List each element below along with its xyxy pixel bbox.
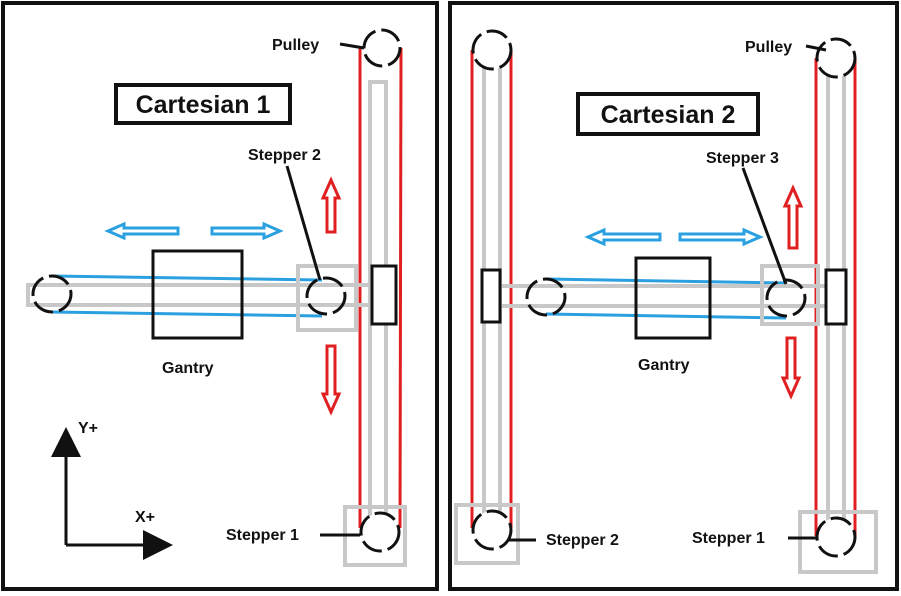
- panel-1-stepper-2-pulley: [305, 276, 347, 316]
- panel-2-frame: [448, 1, 899, 591]
- panel-cartesian-1: Cartesian 1 Pulley Stepper 2: [1, 1, 439, 591]
- panel-1-stepper-1-label: Stepper 1: [226, 527, 299, 544]
- panel-1-title: Cartesian 1: [136, 91, 271, 119]
- panel-2-y-arrow-down: [780, 336, 802, 400]
- panel-2-left-idler: [525, 277, 567, 317]
- panel-2-stepper-1-label: Stepper 1: [692, 530, 765, 547]
- panel-1-x-arrow-left: [104, 221, 180, 241]
- panel-2-x-arrow-right: [678, 227, 764, 247]
- panel-1-x-belt-bottom: [51, 310, 323, 318]
- panel-1-title-box: [114, 83, 292, 125]
- panel-2-stepper-1-pulley: [815, 516, 857, 558]
- panel-2-y-arrow-up: [782, 184, 804, 250]
- panel-cartesian-2: Cartesian 2: [448, 1, 899, 591]
- panel-1-stepper-2-box: [296, 264, 358, 332]
- panel-2-stepper-3-label: Stepper 3: [706, 150, 779, 167]
- panel-1-left-idler: [31, 274, 73, 314]
- panel-2-pulley-label: Pulley: [745, 39, 792, 56]
- panel-1-axis-y-label: Y+: [78, 420, 98, 437]
- panel-1-axis-x-label: X+: [135, 509, 155, 526]
- panel-2-x-rail: [492, 284, 844, 308]
- panel-2-stepper-2-box: [454, 503, 520, 565]
- panel-2-pulley-leader: [805, 44, 827, 52]
- panel-2-gantry: [634, 256, 712, 340]
- panel-1-top-pulley: [362, 28, 402, 68]
- panel-1-stepper-1-pulley: [359, 511, 401, 553]
- panel-1-x-belt-top: [51, 274, 323, 282]
- panel-2-title-box: [576, 92, 760, 136]
- panel-1-x-arrow-right: [210, 221, 284, 241]
- panel-2-gantry-label: Gantry: [638, 357, 690, 374]
- panel-2-stepper-1-box: [798, 510, 878, 574]
- panel-2-stepper-3-leader: [741, 167, 788, 285]
- panel-2-left-carriage: [480, 268, 502, 324]
- panel-1-y-belt-right: [398, 47, 403, 529]
- panel-2-x-arrow-left: [584, 227, 662, 247]
- panel-2-left-top-pulley: [471, 29, 513, 71]
- panel-1-y-arrow-down: [320, 344, 342, 416]
- panel-1-y-carriage: [370, 264, 398, 326]
- panel-1-gantry-label: Gantry: [162, 360, 214, 377]
- panel-1-pulley-label: Pulley: [272, 37, 319, 54]
- panel-2-x-belt-top: [545, 277, 787, 285]
- panel-1-frame: [1, 1, 439, 591]
- panel-1-stepper-2-label: Stepper 2: [248, 147, 321, 164]
- panel-2-right-carriage: [824, 268, 848, 326]
- panel-1-y-arrow-up: [320, 176, 342, 234]
- panel-2-right-top-pulley: [815, 37, 857, 79]
- panel-2-stepper-3-box: [760, 264, 820, 326]
- panel-1-stepper-2-leader: [285, 165, 322, 281]
- panel-1-pulley-leader: [339, 42, 365, 50]
- panel-2-title: Cartesian 2: [601, 101, 736, 129]
- panel-1-x-rail: [26, 283, 394, 307]
- panel-2-stepper-2-label: Stepper 2: [546, 532, 619, 549]
- panel-2-x-belt-bottom: [545, 312, 787, 320]
- panel-2-stepper-2-pulley: [471, 509, 513, 551]
- panel-1-gantry: [151, 249, 244, 340]
